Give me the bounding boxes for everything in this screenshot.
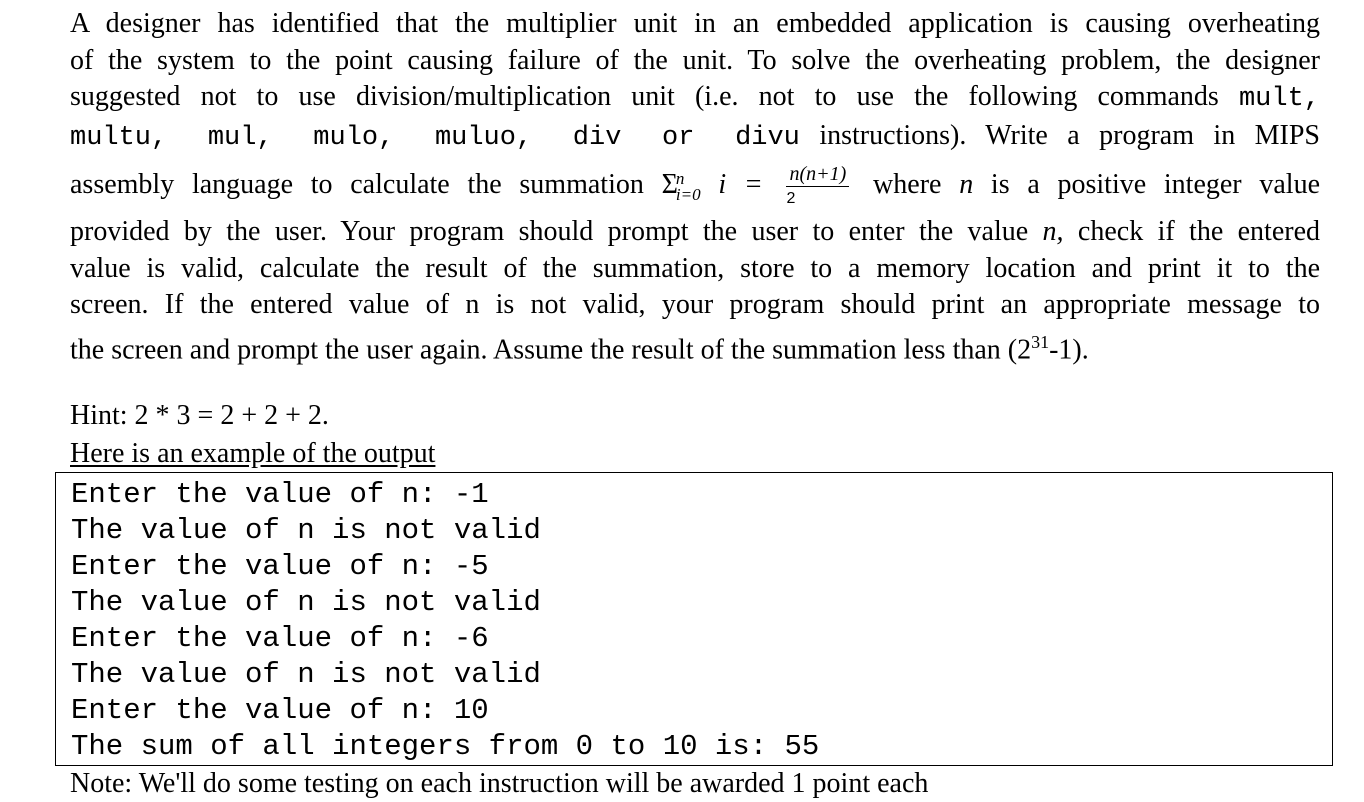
problem-statement: A designer has identified that the multi… <box>70 6 1320 368</box>
statement-line-9: the screen and prompt the user again. As… <box>70 324 1320 369</box>
statement-line-4-text: instructions). Write a program in MIPS <box>819 119 1321 151</box>
exponent: 31 <box>1031 331 1050 352</box>
statement-line-3: suggested not to use division/multiplica… <box>70 79 1320 118</box>
summation-lower: i=0 <box>675 184 701 204</box>
truncated-note-line: Note: We'll do some testing on each inst… <box>70 768 929 799</box>
output-line: The value of n is not valid <box>71 514 541 547</box>
statement-line-5-text-c: is a positive integer value <box>990 169 1320 200</box>
output-line: The sum of all integers from 0 to 10 is:… <box>71 730 820 763</box>
statement-line-1: A designer has identified that the multi… <box>70 8 1320 39</box>
statement-line-2: of the system to the point causing failu… <box>70 44 1320 76</box>
statement-line-6: provided by the user. Your program shoul… <box>70 214 1320 251</box>
summation-index: i = <box>718 169 763 200</box>
output-line: Enter the value of n: -1 <box>71 478 489 511</box>
statement-line-9-end: -1). <box>1049 333 1089 365</box>
example-output-box: Enter the value of n: -1 The value of n … <box>55 472 1333 766</box>
command-list: multu, mul, mulo, muluo, div or divu <box>70 122 800 153</box>
statement-line-5-text-b: where <box>873 169 942 200</box>
summation-upper: n <box>675 168 685 188</box>
output-line: The value of n is not valid <box>71 658 541 691</box>
variable-n-2: n, <box>1042 216 1064 247</box>
output-line: Enter the value of n: -5 <box>71 550 489 583</box>
output-line: Enter the value of n: -6 <box>71 622 489 655</box>
fraction-numerator: n(n+1) <box>786 162 850 188</box>
statement-line-6-text-b: check if the entered <box>1077 216 1321 247</box>
statement-line-6-text-a: provided by the user. Your program shoul… <box>70 216 1029 247</box>
hint-text: Hint: 2 * 3 = 2 + 2 + 2. <box>70 400 329 431</box>
sigma-symbol: Σ <box>661 169 678 200</box>
statement-line-5-text-a: assembly language to calculate the summa… <box>70 169 644 200</box>
example-output-label: Here is an example of the output <box>70 438 436 469</box>
variable-n: n <box>959 169 974 200</box>
summation-fraction: n(n+1) 2 <box>786 162 850 211</box>
fraction-denominator: 2 <box>786 190 796 208</box>
statement-line-3-text: suggested not to use division/multiplica… <box>70 81 1219 112</box>
statement-line-5: assembly language to calculate the summa… <box>70 156 1320 214</box>
statement-line-9-text: the screen and prompt the user again. As… <box>70 333 1032 365</box>
command-list-start: mult, <box>1238 84 1320 114</box>
statement-line-7: value is valid, calculate the result of … <box>70 252 1320 284</box>
statement-line-4: multu, mul, mulo, muluo, div or divu ins… <box>70 118 1320 157</box>
statement-line-8: screen. If the entered value of n is not… <box>70 289 1320 320</box>
output-line: The value of n is not valid <box>71 586 541 619</box>
output-line: Enter the value of n: 10 <box>71 694 489 727</box>
